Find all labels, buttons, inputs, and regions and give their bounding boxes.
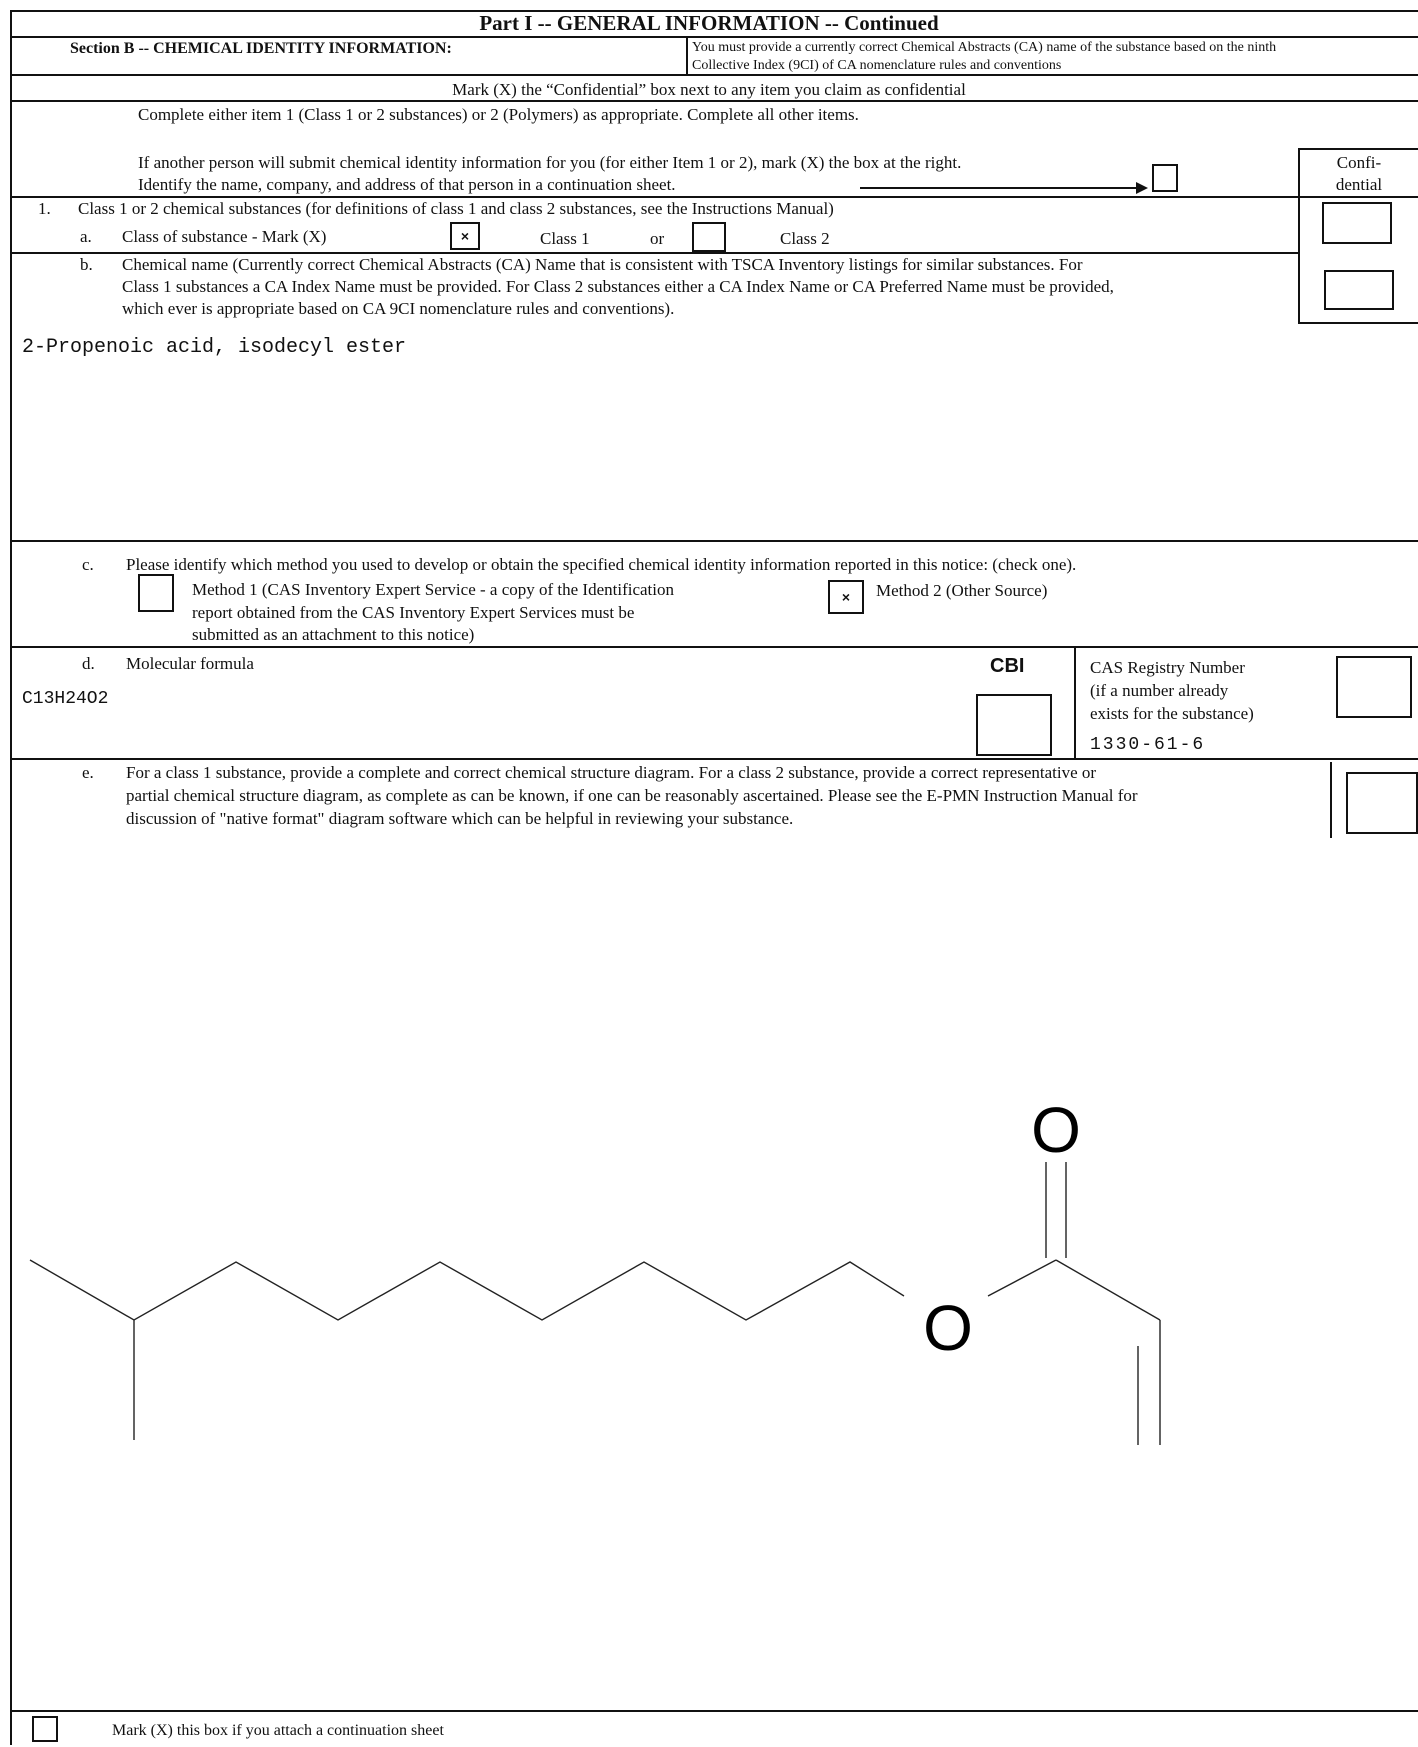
item-d-label: Molecular formula	[126, 654, 254, 673]
item1b-rule	[10, 252, 1300, 254]
item-c-letter: c.	[82, 555, 94, 574]
item1-number: 1.	[38, 199, 51, 218]
cas-label-line2: (if a number already	[1090, 681, 1229, 700]
intro-line2: If another person will submit chemical i…	[138, 153, 962, 172]
section-divider	[686, 36, 688, 74]
other-submitter-checkbox[interactable]	[1152, 164, 1178, 192]
item-e-line1: For a class 1 substance, provide a compl…	[126, 763, 1097, 782]
arrow-icon	[860, 182, 1148, 194]
method2-checkbox[interactable]: ×	[828, 580, 864, 614]
section-title: Section B -- CHEMICAL IDENTITY INFORMATI…	[70, 40, 452, 57]
item1b-line2: Class 1 substances a CA Index Name must …	[122, 277, 1114, 296]
method1-line3: submitted as an attachment to this notic…	[192, 625, 475, 644]
instruction-rule-bottom	[10, 100, 1418, 102]
item-c-rule	[10, 540, 1418, 542]
confidential-column-bottom	[1298, 322, 1418, 324]
confidential-column-rule	[1298, 148, 1300, 322]
class2-label: Class 2	[780, 229, 830, 248]
cas-number-value: 1330-61-6	[1090, 735, 1206, 755]
method2-label: Method 2 (Other Source)	[876, 581, 1048, 600]
item-d-rule	[10, 646, 1418, 648]
cas-label-line3: exists for the substance)	[1090, 704, 1254, 723]
item-e-rule	[10, 758, 1418, 760]
part-title: Part I -- GENERAL INFORMATION -- Continu…	[479, 11, 939, 35]
chemical-structure-diagram: O O	[29, 1100, 1161, 1445]
item1a-label: Class of substance - Mark (X)	[122, 227, 327, 246]
item-c-question: Please identify which method you used to…	[126, 555, 1077, 574]
molecular-formula-value: C13H24O2	[22, 689, 109, 709]
item1a-letter: a.	[80, 227, 92, 246]
cas-label-line1: CAS Registry Number	[1090, 658, 1245, 677]
item1-rule	[10, 196, 1418, 198]
intro-line3: Identify the name, company, and address …	[138, 175, 676, 194]
instruction-rule-top	[10, 74, 1418, 76]
continuation-label: Mark (X) this box if you attach a contin…	[112, 1722, 444, 1739]
item-e-confidential-rule	[1330, 762, 1332, 838]
class1-checkbox[interactable]: ×	[450, 222, 480, 250]
item1b-line1: Chemical name (Currently correct Chemica…	[122, 255, 1083, 274]
or-label: or	[650, 229, 665, 248]
item1b-line3: which ever is appropriate based on CA 9C…	[122, 299, 675, 318]
frame-left-rule	[10, 10, 12, 1745]
item1b-letter: b.	[80, 255, 93, 274]
item1-title: Class 1 or 2 chemical substances (for de…	[78, 199, 834, 218]
item-e-letter: e.	[82, 763, 94, 782]
item1b-confidential-checkbox[interactable]	[1324, 270, 1394, 310]
footer-rule	[10, 1710, 1418, 1712]
item-e-confidential-checkbox[interactable]	[1346, 772, 1418, 834]
confidential-header-line2: dential	[1335, 175, 1383, 194]
method1-checkbox[interactable]	[138, 574, 174, 612]
item-d-letter: d.	[82, 654, 95, 673]
cas-confidential-checkbox[interactable]	[1336, 656, 1412, 718]
method1-line1: Method 1 (CAS Inventory Expert Service -…	[192, 580, 675, 599]
cbi-checkbox[interactable]	[976, 694, 1052, 756]
frame-top-rule	[10, 10, 1418, 12]
cas-divider	[1074, 646, 1076, 758]
item-e-line3: discussion of "native format" diagram so…	[126, 809, 794, 828]
atom-oxygen-ester: O	[923, 1292, 973, 1364]
item1-confidential-checkbox[interactable]	[1322, 202, 1392, 244]
chemical-name-value: 2-Propenoic acid, isodecyl ester	[22, 336, 407, 359]
confidential-header-line1: Confi-	[1336, 153, 1382, 172]
class1-label: Class 1	[540, 229, 590, 248]
section-note-line1: You must provide a currently correct Che…	[692, 40, 1277, 55]
confidential-instruction: Mark (X) the “Confidential” box next to …	[452, 80, 966, 99]
cbi-label: CBI	[990, 655, 1025, 677]
atom-oxygen-carbonyl: O	[1031, 1100, 1081, 1166]
intro-line1: Complete either item 1 (Class 1 or 2 sub…	[138, 105, 859, 124]
header-rule	[10, 36, 1418, 38]
class2-checkbox[interactable]	[692, 222, 726, 252]
item-e-line2: partial chemical structure diagram, as c…	[126, 786, 1138, 805]
confidential-column-top	[1298, 148, 1418, 150]
method1-line2: report obtained from the CAS Inventory E…	[192, 603, 635, 622]
section-note-line2: Collective Index (9CI) of CA nomenclatur…	[692, 58, 1062, 73]
continuation-checkbox[interactable]	[32, 1716, 58, 1742]
